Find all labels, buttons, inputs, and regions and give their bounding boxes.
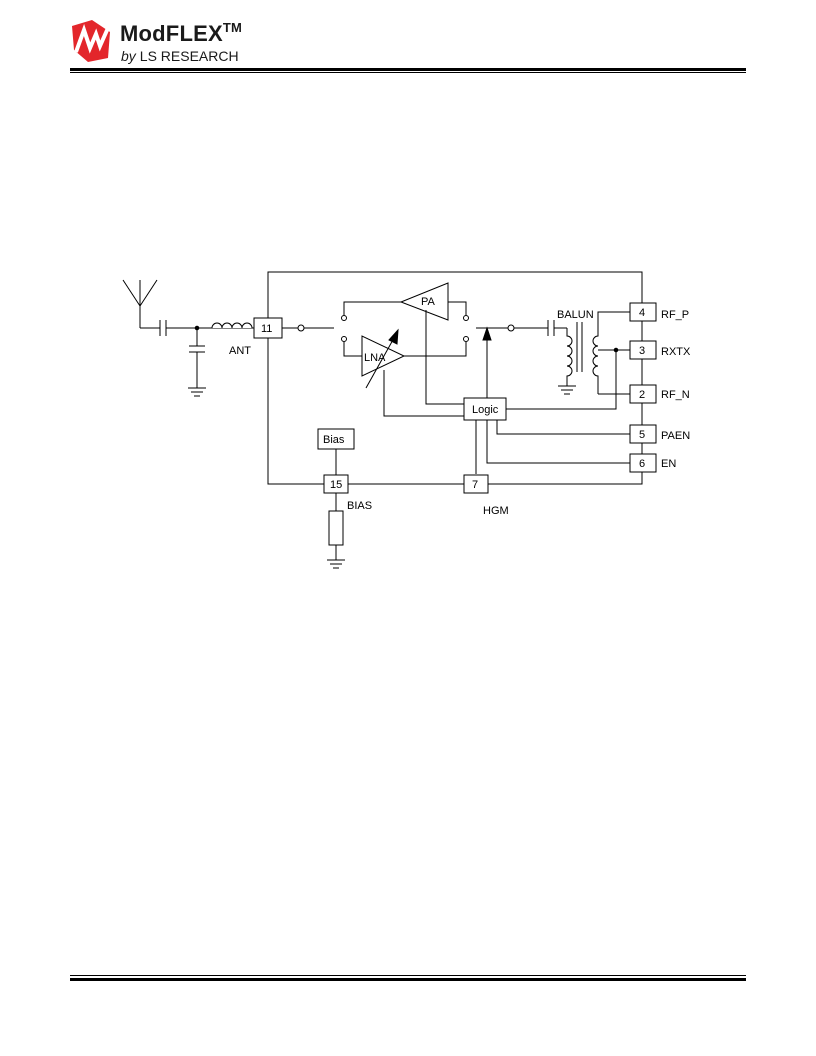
bias-block-label: Bias	[323, 434, 345, 446]
pin-number: 11	[261, 323, 272, 335]
pin-number: 6	[639, 458, 645, 470]
pin-7-box	[463, 474, 489, 494]
balun-primary	[566, 328, 573, 386]
pin-label: EN	[661, 458, 676, 470]
pin-2-box	[629, 384, 657, 404]
logic-block	[463, 397, 507, 421]
ground-icon	[327, 545, 345, 569]
chip-outline	[267, 271, 643, 485]
pin-label: RF_P	[661, 309, 689, 321]
pin-3-box	[629, 340, 657, 360]
logic-label: Logic	[472, 404, 499, 416]
brand-name: ModFLEXTM	[120, 20, 242, 46]
pa-label: PA	[421, 296, 436, 308]
series-capacitor	[140, 320, 254, 336]
balun-capacitor	[514, 320, 567, 336]
footer-rule	[70, 978, 746, 981]
pin-number: 7	[472, 479, 478, 491]
pin-label: PAEN	[661, 430, 690, 442]
pin-number: 3	[639, 345, 645, 357]
header-rule	[70, 68, 746, 71]
balun-label: BALUN	[557, 309, 594, 321]
bias-resistor	[328, 510, 344, 546]
lna-label: LNA	[364, 352, 386, 364]
pin-label: BIAS	[347, 500, 372, 512]
pin-4-box	[629, 302, 657, 322]
pin-label: RXTX	[661, 346, 691, 358]
pin-label: HGM	[483, 505, 509, 517]
lna-amplifier	[361, 335, 406, 377]
modflex-logo-icon	[70, 18, 112, 64]
pin-number: 5	[639, 429, 645, 441]
pin-label: ANT	[229, 345, 251, 357]
pin-number: 15	[330, 479, 342, 491]
shunt-capacitor	[189, 328, 205, 388]
pin-6-box	[629, 453, 657, 473]
pin-number: 2	[639, 389, 645, 401]
balun-secondary	[592, 318, 599, 394]
footer-rule-thin	[70, 975, 746, 976]
antenna-icon	[122, 279, 158, 328]
pin-label: RF_N	[661, 389, 690, 401]
ground-icon	[558, 385, 576, 395]
ground-icon	[188, 387, 206, 397]
pin-5-box	[629, 424, 657, 444]
pin-number: 4	[639, 307, 645, 319]
inductor	[211, 322, 253, 329]
header-rule-thin	[70, 72, 746, 73]
balun-core	[576, 322, 583, 372]
